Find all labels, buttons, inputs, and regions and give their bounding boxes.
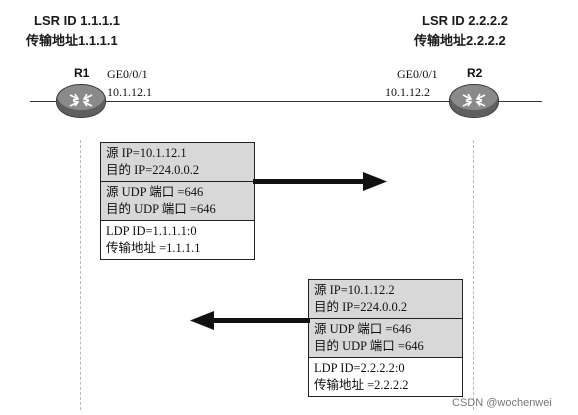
source-udp-port: 源 UDP 端口 =646 [106, 185, 204, 199]
r1-router-icon [56, 84, 106, 118]
r1-transport-address: 传输地址1.1.1.1 [26, 33, 118, 48]
r1-interface-label: GE0/0/1 [107, 67, 148, 81]
source-udp-port: 源 UDP 端口 =646 [314, 322, 412, 336]
source-ip: 源 IP=10.1.12.2 [314, 283, 395, 297]
r2-timeline [473, 140, 474, 410]
ldp-id: LDP ID=1.1.1.1:0 [106, 224, 197, 238]
hello-packet-r2: 源 IP=10.1.12.2 目的 IP=224.0.0.2 源 UDP 端口 … [308, 279, 463, 397]
destination-udp-port: 目的 UDP 端口 =646 [314, 339, 424, 353]
destination-udp-port: 目的 UDP 端口 =646 [106, 202, 216, 216]
router-arrows-icon [69, 93, 93, 107]
source-ip: 源 IP=10.1.12.1 [106, 146, 187, 160]
ldp-hello-body: LDP ID=2.2.2.2:0 传输地址 =2.2.2.2 [309, 357, 462, 396]
router-arrows-icon [462, 93, 486, 107]
ldp-id: LDP ID=2.2.2.2:0 [314, 361, 405, 375]
udp-header: 源 UDP 端口 =646 目的 UDP 端口 =646 [101, 181, 254, 220]
r1-timeline [80, 140, 81, 410]
r2-transport-address: 传输地址2.2.2.2 [414, 33, 506, 48]
transport-address: 传输地址 =1.1.1.1 [106, 241, 201, 255]
arrow-right-icon [253, 172, 387, 191]
transport-address: 传输地址 =2.2.2.2 [314, 378, 409, 392]
r2-label: R2 [467, 66, 483, 80]
r2-interface-ip: 10.1.12.2 [385, 85, 430, 99]
ip-header: 源 IP=10.1.12.2 目的 IP=224.0.0.2 [309, 280, 462, 318]
r1-lsr-id: LSR ID 1.1.1.1 [34, 13, 120, 28]
r1-interface-ip: 10.1.12.1 [107, 85, 152, 99]
r2-router-icon [449, 84, 499, 118]
arrow-left-icon [190, 311, 310, 330]
r2-interface-label: GE0/0/1 [397, 67, 438, 81]
ldp-hello-body: LDP ID=1.1.1.1:0 传输地址 =1.1.1.1 [101, 220, 254, 259]
ip-header: 源 IP=10.1.12.1 目的 IP=224.0.0.2 [101, 143, 254, 181]
destination-ip: 目的 IP=224.0.0.2 [314, 300, 408, 314]
udp-header: 源 UDP 端口 =646 目的 UDP 端口 =646 [309, 318, 462, 357]
r2-lsr-id: LSR ID 2.2.2.2 [422, 13, 508, 28]
r1-label: R1 [74, 66, 90, 80]
watermark: CSDN @wochenwei [452, 397, 552, 409]
destination-ip: 目的 IP=224.0.0.2 [106, 163, 200, 177]
link-line [30, 101, 542, 102]
hello-packet-r1: 源 IP=10.1.12.1 目的 IP=224.0.0.2 源 UDP 端口 … [100, 142, 255, 260]
